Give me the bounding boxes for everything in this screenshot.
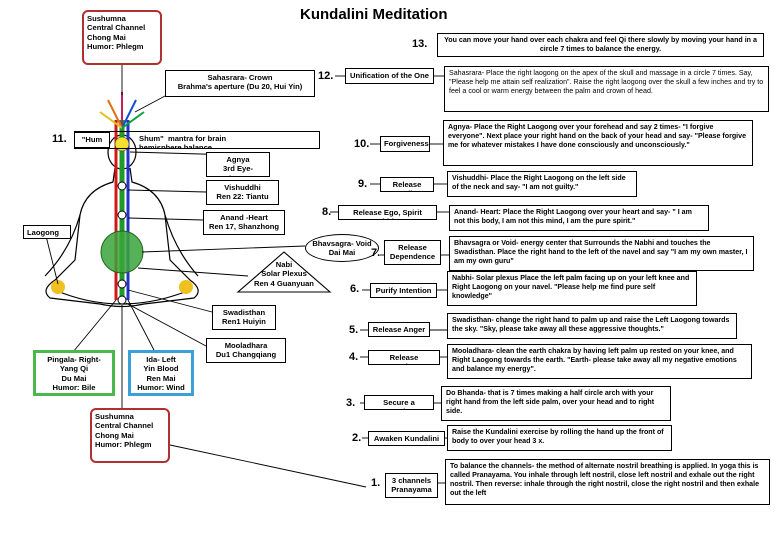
hum-shum-text: mantra for brain hemisphere balance [139, 134, 227, 148]
page-title: Kundalini Meditation [300, 6, 448, 23]
step-label-9: Release guilt [380, 177, 434, 192]
step-number-12: 12. [318, 70, 334, 82]
instruction-9: Vishuddhi- Place the Right Laogong on th… [447, 171, 637, 197]
heart-chakra-icon [100, 230, 144, 274]
step-label-2: Awaken Kundalini [368, 431, 445, 446]
bhavsagra-oval: Bhavsagra- Void Dai Mai [305, 234, 379, 262]
instruction-12: Sahasrara- Place the right laogong on th… [444, 66, 769, 112]
step-label-4: Release Emotions [368, 350, 440, 365]
anand-box: Anand -Heart Ren 17, Shanzhong [203, 210, 285, 235]
shum-label: Shum" mantra for brain hemisphere balanc… [136, 132, 236, 148]
step-number-13: 13. [412, 38, 428, 50]
vishuddhi-box: Vishuddhi Ren 22: Tiantu [206, 180, 279, 205]
step-label-8: Release Ego, Spirit Abide [338, 205, 437, 220]
crown-rays-icon [99, 92, 145, 129]
step-label-5: Release Anger [368, 322, 430, 337]
step-number-3: 3. [346, 397, 356, 409]
sushumna-top-box: Sushumna Central Channel Chong Mai Humor… [82, 10, 162, 65]
instruction-5: Swadisthan- change the right hand to pal… [447, 313, 737, 339]
ida-box: Ida- Left Yin Blood Ren Mai Humor: Wind [128, 350, 194, 396]
step-number-1: 1. [371, 477, 381, 489]
step-number-5: 5. [349, 324, 359, 336]
sahasrara-box: Sahasrara- Crown Brahma's aperture (Du 2… [165, 70, 315, 97]
laogong-box: Laogong [23, 225, 71, 239]
step-number-8: 8. [322, 206, 332, 218]
instruction-1: To balance the channels- the method of a… [445, 459, 770, 505]
instruction-2: Raise the Kundalini exercise by rolling … [447, 425, 672, 451]
step-label-10: Forgiveness [380, 136, 430, 152]
step-label-1: 3 channels Pranayama [385, 473, 438, 498]
step-number-6: 6. [350, 283, 360, 295]
nabi-triangle [236, 251, 332, 293]
instruction-8: Anand- Heart: Place the Right Laogong ov… [449, 205, 709, 231]
step-label-6: Purify Intention [370, 283, 437, 298]
pingala-box: Pingala- Right- Yang Qi Du Mai Humor: Bi… [33, 350, 115, 396]
instruction-13: You can move your hand over each chakra … [437, 33, 764, 57]
instruction-4: Mooladhara- clean the earth chakra by ha… [447, 344, 752, 379]
agnya-box: Agnya 3rd Eye- Yintang [206, 152, 270, 177]
right-hand-glow-icon [179, 280, 193, 294]
step-number-10: 10. [354, 138, 370, 150]
left-hand-glow-icon [51, 280, 65, 294]
step-label-3: Secure a Boundary [364, 395, 434, 410]
hum-shum-outline [74, 131, 320, 149]
mooladhara-box: Mooladhara Du1 Changqiang [206, 338, 286, 363]
shum-text: Shum" [139, 134, 164, 143]
step-number-11: 11. [52, 133, 67, 145]
step-label-7: Release Dependence [384, 240, 441, 265]
step-number-2: 2. [352, 432, 362, 444]
step-number-4: 4. [349, 351, 359, 363]
nabi-label: Nabi Solar Plexus Ren 4 Guanyuan [254, 260, 314, 288]
instruction-6: Nabhi- Solar plexus Place the left palm … [447, 271, 697, 306]
swadisthan-box: Swadisthan Ren1 Huiyin [212, 305, 276, 330]
instruction-7: Bhavsagra or Void- energy center that Su… [449, 236, 754, 271]
instruction-10: Agnya- Place the Right Laogong over your… [443, 120, 753, 166]
step-number-9: 9. [358, 178, 368, 190]
instruction-3: Do Bhanda- that is 7 times making a half… [441, 386, 671, 421]
agnya-chakra-icon [114, 136, 130, 152]
step-number-7: 7. [371, 247, 381, 259]
sushumna-bottom-box: Sushumna Central Channel Chong Mai Humor… [90, 408, 170, 463]
hum-box: "Hum [74, 132, 110, 148]
step-label-12: Unification of the One [345, 68, 434, 84]
